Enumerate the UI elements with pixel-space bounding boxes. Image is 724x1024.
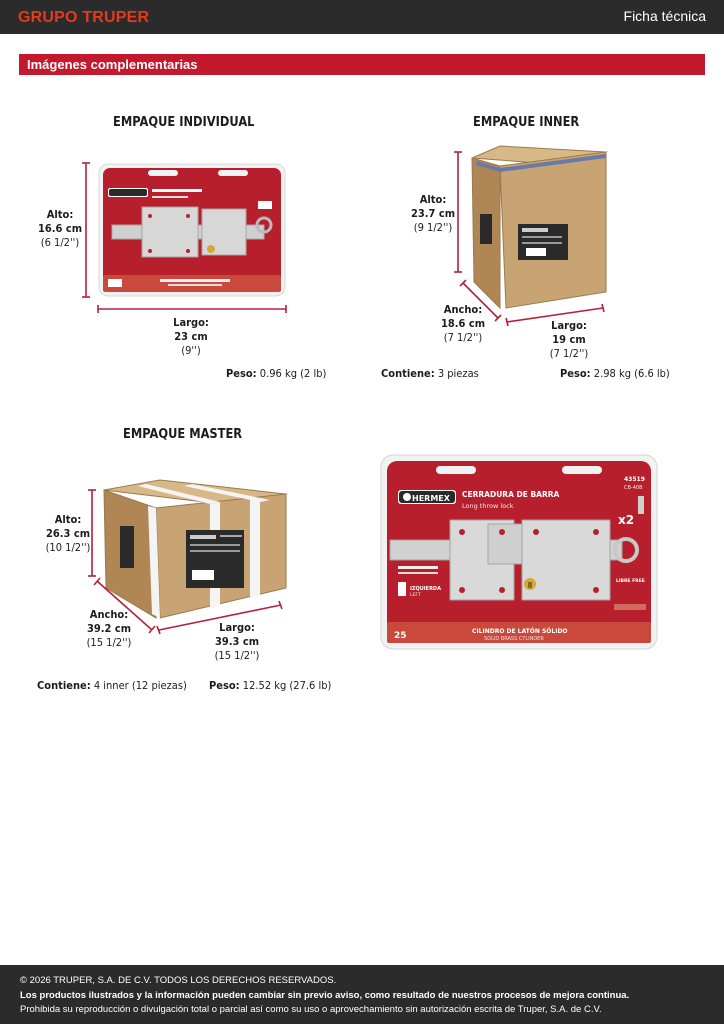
master-title: EMPAQUE MASTER bbox=[123, 427, 243, 442]
product-warranty: 25 bbox=[394, 631, 407, 641]
inner-alto-arrow bbox=[454, 151, 462, 273]
footer: © 2026 TRUPER, S.A. DE C.V. TODOS LOS DE… bbox=[0, 965, 724, 1024]
top-bar: GRUPO TRUPER Ficha técnica bbox=[0, 0, 724, 34]
master-alto-arrow bbox=[88, 489, 96, 577]
inner-ancho-label: Ancho: 18.6 cm (7 1/2'') bbox=[440, 303, 486, 344]
individual-largo-arrow bbox=[97, 305, 287, 313]
section-header: Imágenes complementarias bbox=[19, 54, 705, 75]
page-type-label: Ficha técnica bbox=[623, 8, 706, 24]
individual-peso: Peso: 0.96 kg (2 lb) bbox=[226, 367, 327, 380]
inner-box-image bbox=[471, 145, 608, 310]
product-bottom-en: SOLID BRASS CYLINDER bbox=[484, 636, 544, 642]
product-side: IZQUIERDA bbox=[410, 586, 441, 592]
product-subtitle: Long throw lock bbox=[462, 502, 514, 510]
master-box-image bbox=[103, 479, 288, 619]
master-ancho-label: Ancho: 39.2 cm (15 1/2'') bbox=[86, 608, 132, 649]
individual-alto-label: Alto: 16.6 cm (6 1/2'') bbox=[37, 208, 83, 249]
footer-copyright: © 2026 TRUPER, S.A. DE C.V. TODOS LOS DE… bbox=[20, 975, 337, 986]
product-name: CERRADURA DE BARRA bbox=[462, 490, 560, 499]
brand-logo: GRUPO TRUPER bbox=[18, 9, 150, 26]
inner-ancho-arrow bbox=[459, 279, 502, 322]
inner-alto-label: Alto: 23.7 cm (9 1/2'') bbox=[410, 193, 456, 234]
inner-largo-label: Largo: 19 cm (7 1/2'') bbox=[549, 319, 589, 360]
master-peso: Peso: 12.52 kg (27.6 lb) bbox=[209, 679, 332, 692]
individual-title: EMPAQUE INDIVIDUAL bbox=[113, 115, 255, 130]
inner-largo-arrow bbox=[505, 303, 605, 327]
product-qty: x2 bbox=[618, 513, 634, 527]
section-title: Imágenes complementarias bbox=[27, 57, 198, 72]
inner-peso: Peso: 2.98 kg (6.6 lb) bbox=[560, 367, 670, 380]
product-bottom-es: CILINDRO DE LATÓN SÓLIDO bbox=[472, 628, 568, 635]
master-alto-label: Alto: 26.3 cm (10 1/2'') bbox=[45, 513, 91, 554]
footer-prohibition: Prohibida su reproducción o divulgación … bbox=[20, 1004, 602, 1015]
product-model: CB-40B bbox=[624, 485, 643, 491]
master-largo-label: Largo: 39.3 cm (15 1/2'') bbox=[214, 621, 260, 662]
master-ancho-arrow bbox=[93, 577, 156, 634]
footer-disclaimer: Los productos ilustrados y la informació… bbox=[20, 990, 630, 1001]
product-code: 43519 bbox=[624, 476, 645, 483]
master-largo-arrow bbox=[156, 600, 283, 635]
inner-contiene: Contiene: 3 piezas bbox=[381, 367, 479, 380]
product-brand: HERMEX bbox=[412, 494, 451, 503]
individual-largo-label: Largo: 23 cm (9'') bbox=[173, 316, 209, 357]
inner-title: EMPAQUE INNER bbox=[473, 115, 580, 130]
individual-package-image bbox=[98, 163, 286, 297]
product-package-image: HERMEX CERRADURA DE BARRA Long throw loc… bbox=[380, 454, 658, 650]
product-side-en: LEFT bbox=[410, 592, 421, 598]
product-libre: LIBRE FREE bbox=[616, 578, 645, 584]
individual-alto-arrow bbox=[82, 162, 90, 298]
master-contiene: Contiene: 4 inner (12 piezas) bbox=[37, 679, 187, 692]
